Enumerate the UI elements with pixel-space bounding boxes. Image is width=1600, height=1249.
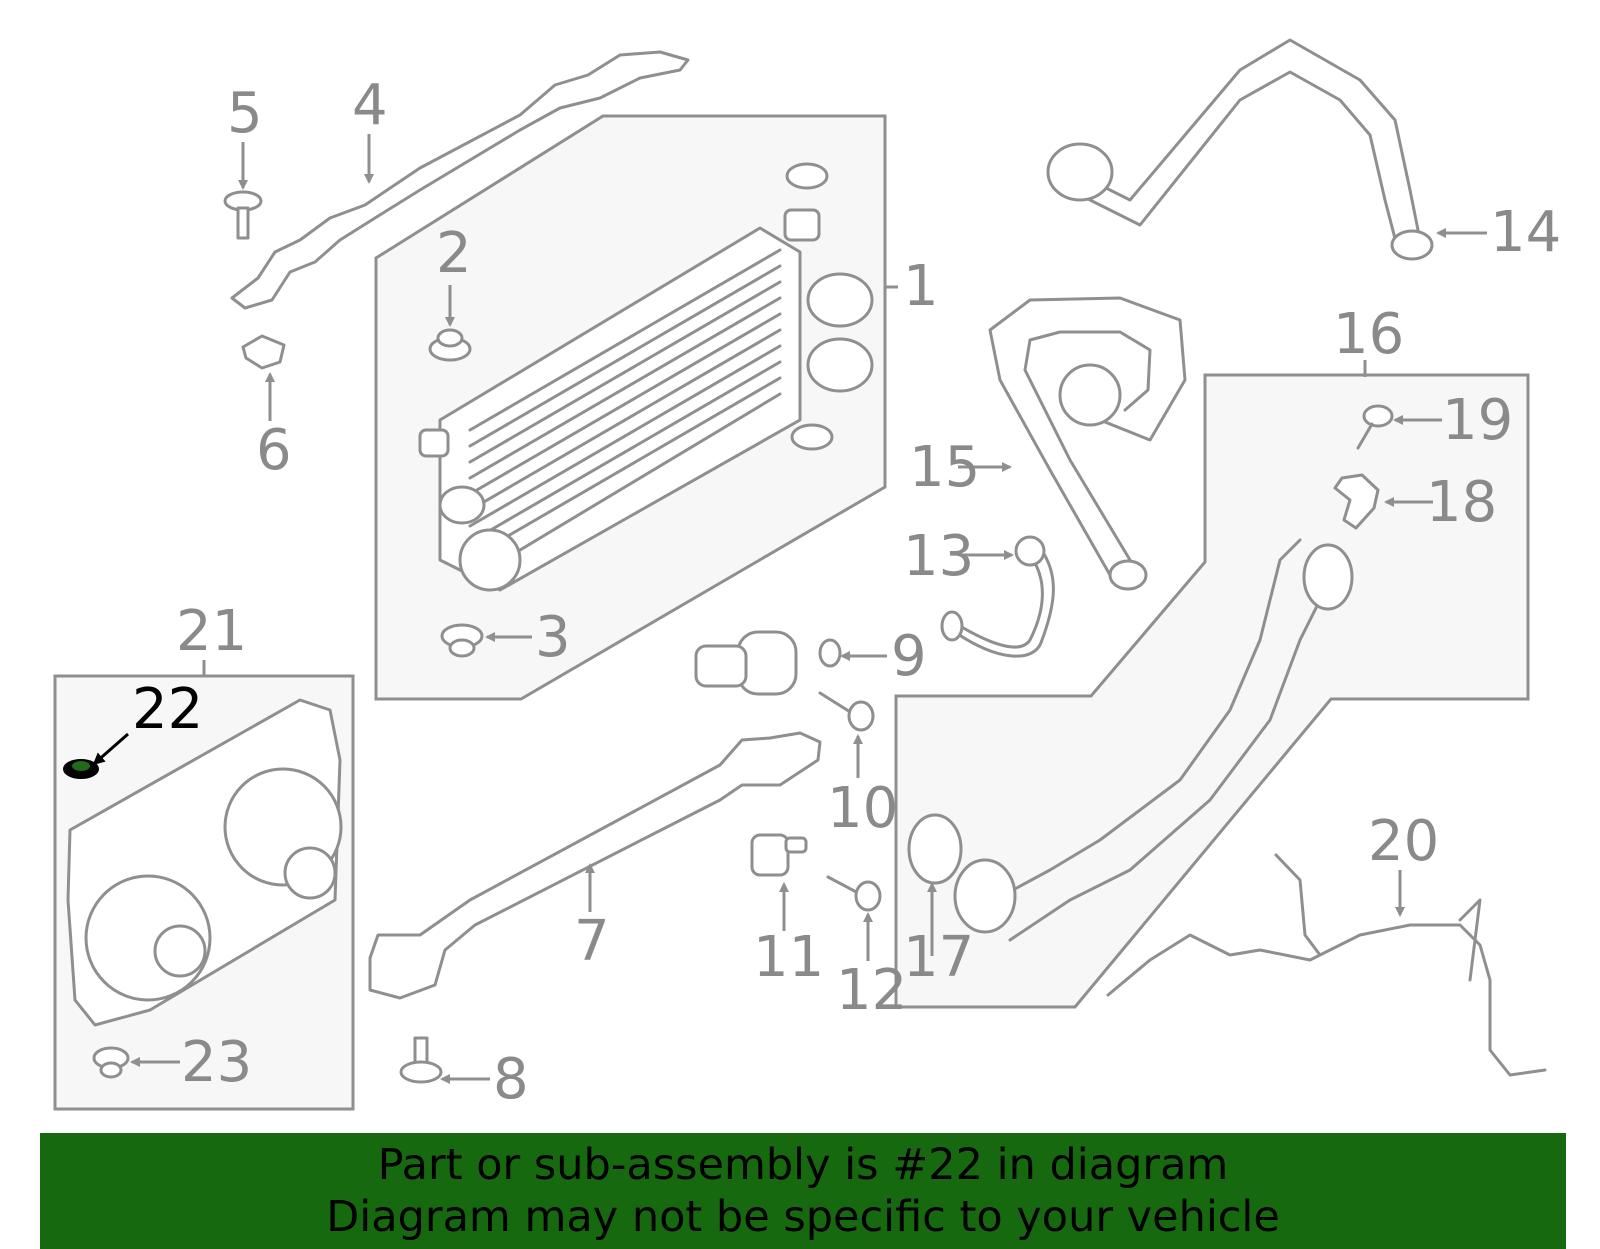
hose-15-part	[988, 296, 1187, 577]
screw-19-part	[1356, 404, 1394, 450]
upper-bracket-part	[230, 50, 690, 310]
callout-8: 8	[493, 1047, 529, 1112]
grommet-lower-right	[790, 423, 834, 451]
grommet-23-part	[92, 1046, 130, 1079]
grommet-top-right	[785, 162, 829, 190]
callout-13: 13	[903, 524, 974, 589]
hose-13-inlet	[940, 610, 964, 642]
clip-6-part	[241, 334, 286, 370]
valve-9-part	[694, 630, 842, 696]
lower-bracket-part	[368, 731, 822, 1000]
hose-13-part	[948, 546, 1055, 658]
harness-20-part	[1106, 853, 1547, 1077]
callout-17: 17	[903, 925, 974, 990]
hose-13-end	[1014, 535, 1046, 567]
grommet-22-highlighted	[63, 759, 99, 779]
callout-5: 5	[227, 81, 263, 146]
callout-18: 18	[1426, 470, 1497, 535]
callout-10: 10	[827, 776, 898, 841]
hose-15-clamp	[1058, 363, 1122, 427]
grommet-2-part	[428, 328, 472, 362]
callout-9: 9	[891, 624, 927, 689]
callout-19: 19	[1442, 388, 1513, 453]
callout-23: 23	[181, 1030, 252, 1095]
footer-line-1: Part or sub-assembly is #22 in diagram	[377, 1140, 1229, 1190]
callout-7: 7	[574, 909, 610, 974]
bolt-5-part	[223, 190, 263, 240]
hose-15-end	[1108, 559, 1148, 591]
footer-line-2: Diagram may not be specific to your vehi…	[326, 1192, 1280, 1242]
footer-banner: Part or sub-assembly is #22 in diagram D…	[40, 1133, 1566, 1249]
callout-4: 4	[352, 73, 388, 138]
callout-3: 3	[535, 605, 571, 670]
callout-12: 12	[836, 958, 907, 1023]
callout-1: 1	[903, 254, 939, 319]
callout-14: 14	[1490, 200, 1561, 265]
hose-14-part	[1058, 38, 1422, 252]
callout-22: 22	[132, 677, 203, 742]
callout-2: 2	[436, 221, 472, 286]
charge-tube-outlet	[1302, 543, 1354, 611]
hose-14-end	[1390, 229, 1434, 261]
hose-14-clamp	[1046, 142, 1114, 202]
callout-11: 11	[753, 925, 824, 990]
callout-15: 15	[909, 435, 980, 500]
bolt-12-part	[826, 875, 882, 912]
stud-8-part	[399, 1036, 443, 1084]
callout-21: 21	[176, 599, 247, 664]
o-ring-17-part	[907, 813, 963, 885]
callout-6: 6	[256, 418, 292, 483]
charge-tube-group-box	[894, 373, 1530, 1009]
leader-lines	[92, 134, 1487, 1084]
callout-20: 20	[1368, 809, 1439, 874]
sensor-11-part	[750, 833, 808, 877]
grommet-3-part	[440, 623, 484, 658]
charge-tube-inlet	[953, 858, 1017, 934]
intercooler-part	[418, 208, 874, 592]
fan-assembly-part	[66, 698, 343, 1027]
callout-16: 16	[1333, 302, 1404, 367]
bracket-18-part	[1333, 473, 1380, 530]
bolt-10-part	[818, 691, 875, 732]
